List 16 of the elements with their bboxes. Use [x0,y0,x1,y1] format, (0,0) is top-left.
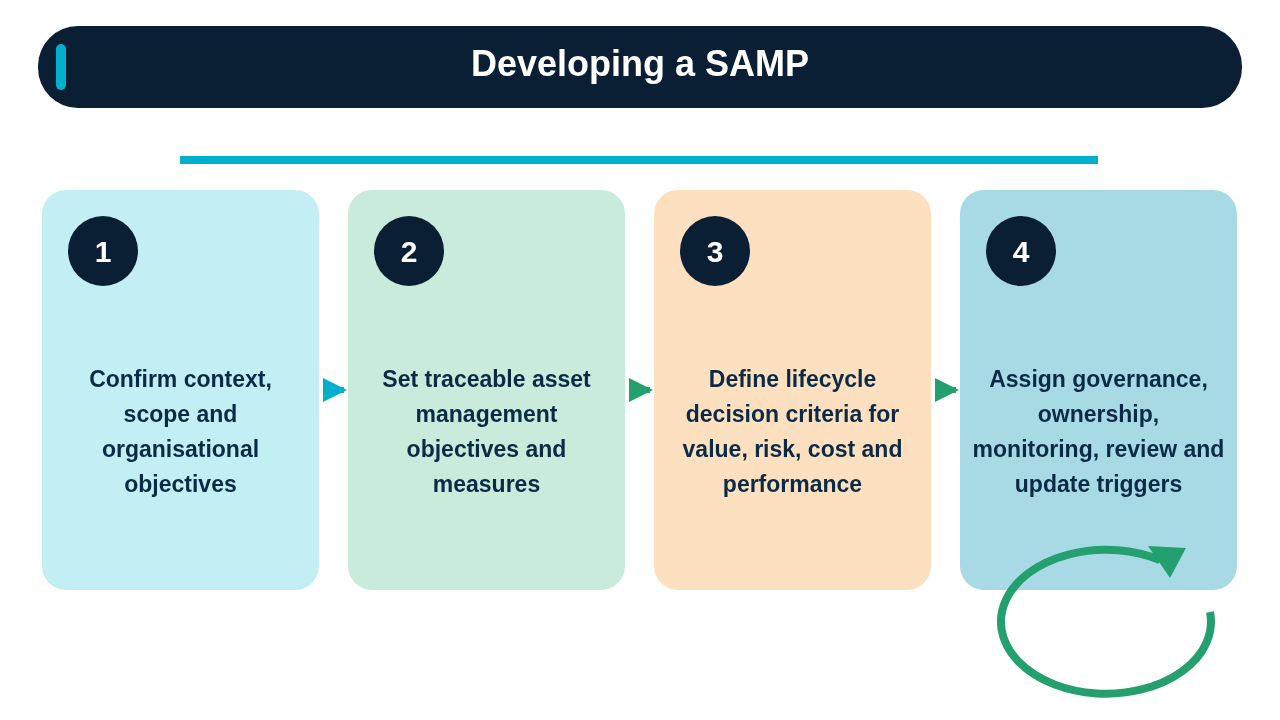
step-number: 1 [68,216,138,286]
arrow [935,378,959,402]
step-card [348,190,625,590]
step-number: 4 [986,216,1056,286]
step-number: 2 [374,216,444,286]
title: Developing a SAMP [469,42,811,86]
step-number: 3 [680,216,750,286]
step-description: Assign governance, ownership, monitoring, review and update triggers [972,365,1225,499]
step-card [42,190,319,590]
step-description: Confirm context, scope and organisational objectives [88,365,273,499]
step-card [654,190,931,590]
step-description: Define lifecycle decision criteria for value, risk, cost and performance [681,365,904,499]
step-description: Set traceable asset management objectives and measures [381,365,592,499]
arrow [629,378,653,402]
arrow [323,378,347,402]
step-card [960,190,1237,590]
